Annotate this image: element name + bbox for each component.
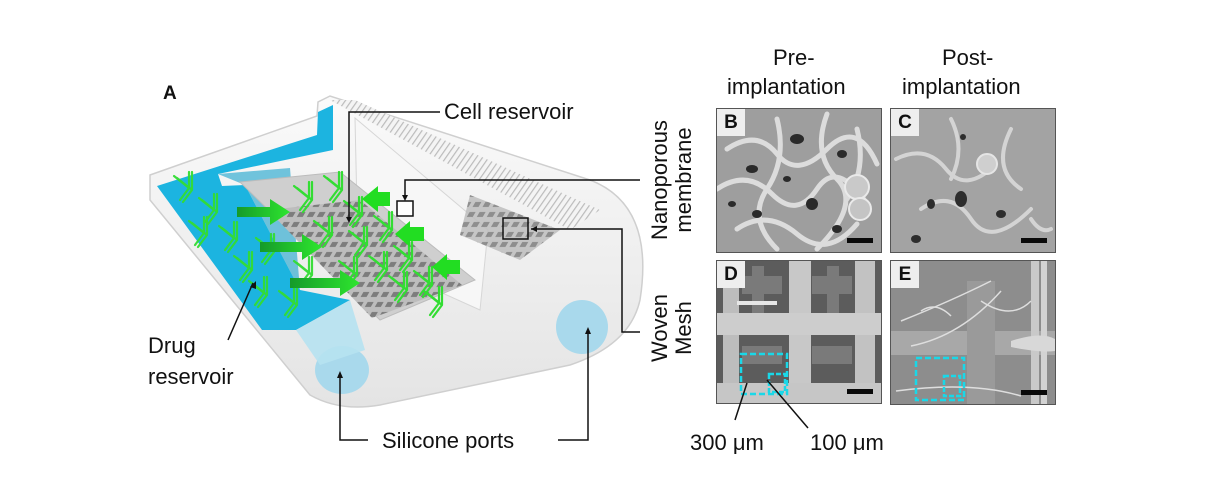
row-label-nanoporous-line2: membrane xyxy=(671,127,696,233)
diffusion-arrows-left xyxy=(362,186,460,280)
mesh-leader xyxy=(531,228,640,333)
cell-reservoir-label: Cell reservoir xyxy=(444,99,574,124)
drug-reservoir-label-line2: reservoir xyxy=(148,364,234,389)
silicone-ports-label: Silicone ports xyxy=(382,428,515,453)
sem-panel-b: B xyxy=(716,108,882,253)
woven-mesh-texture-pre xyxy=(717,261,881,403)
row-label-nanoporous: Nanoporous membrane xyxy=(647,108,696,252)
scale-bar-c xyxy=(1021,238,1047,243)
panel-letter-a: A xyxy=(163,83,177,104)
annotation-300um: 300 μm xyxy=(690,430,764,455)
scale-bar-e xyxy=(1021,390,1047,395)
silicone-port-right xyxy=(556,300,608,354)
panel-letter-d: D xyxy=(717,261,745,288)
membrane-leader xyxy=(404,179,640,198)
scale-bar-d xyxy=(847,389,873,394)
cell-reservoir-leader xyxy=(348,111,440,220)
drug-reservoir-label-line1: Drug xyxy=(148,333,196,358)
scale-bar-b xyxy=(847,238,873,243)
pore-300um-box-post xyxy=(914,356,966,402)
pore-300um-box xyxy=(739,352,789,396)
annotation-100um: 100 μm xyxy=(810,430,884,455)
panel-letter-e: E xyxy=(891,261,919,288)
panel-letter-c: C xyxy=(891,109,919,136)
row-label-mesh-line1: Woven xyxy=(647,293,672,363)
mesh-callout-box xyxy=(502,217,529,240)
row-label-mesh: Woven Mesh xyxy=(647,273,696,383)
column-header-pre-line1: Pre- xyxy=(773,45,815,70)
sem-panel-d: D xyxy=(716,260,882,404)
row-label-mesh-line2: Mesh xyxy=(671,301,696,355)
pore-100um-box-post xyxy=(942,374,962,398)
silicone-port-right-leader xyxy=(558,330,589,441)
sem-panel-c: C xyxy=(890,108,1056,253)
silicone-port-left-leader xyxy=(339,374,368,441)
panel-letter-b: B xyxy=(717,109,745,136)
drug-reservoir-leader xyxy=(227,282,254,341)
row-label-nanoporous-line1: Nanoporous xyxy=(647,120,672,240)
diffusion-arrows-right xyxy=(237,199,360,296)
mesh-window xyxy=(460,195,560,260)
drug-reservoir-fluid xyxy=(157,105,350,330)
column-header-post-line2: implantation xyxy=(902,74,1021,99)
column-header-post-line1: Post- xyxy=(942,45,994,70)
column-header-pre-line2: implantation xyxy=(727,74,846,99)
ribbed-wall-top xyxy=(330,100,600,230)
membrane-callout-box xyxy=(396,200,414,217)
sem-panel-e: E xyxy=(890,260,1056,405)
leader-lines xyxy=(227,111,640,441)
